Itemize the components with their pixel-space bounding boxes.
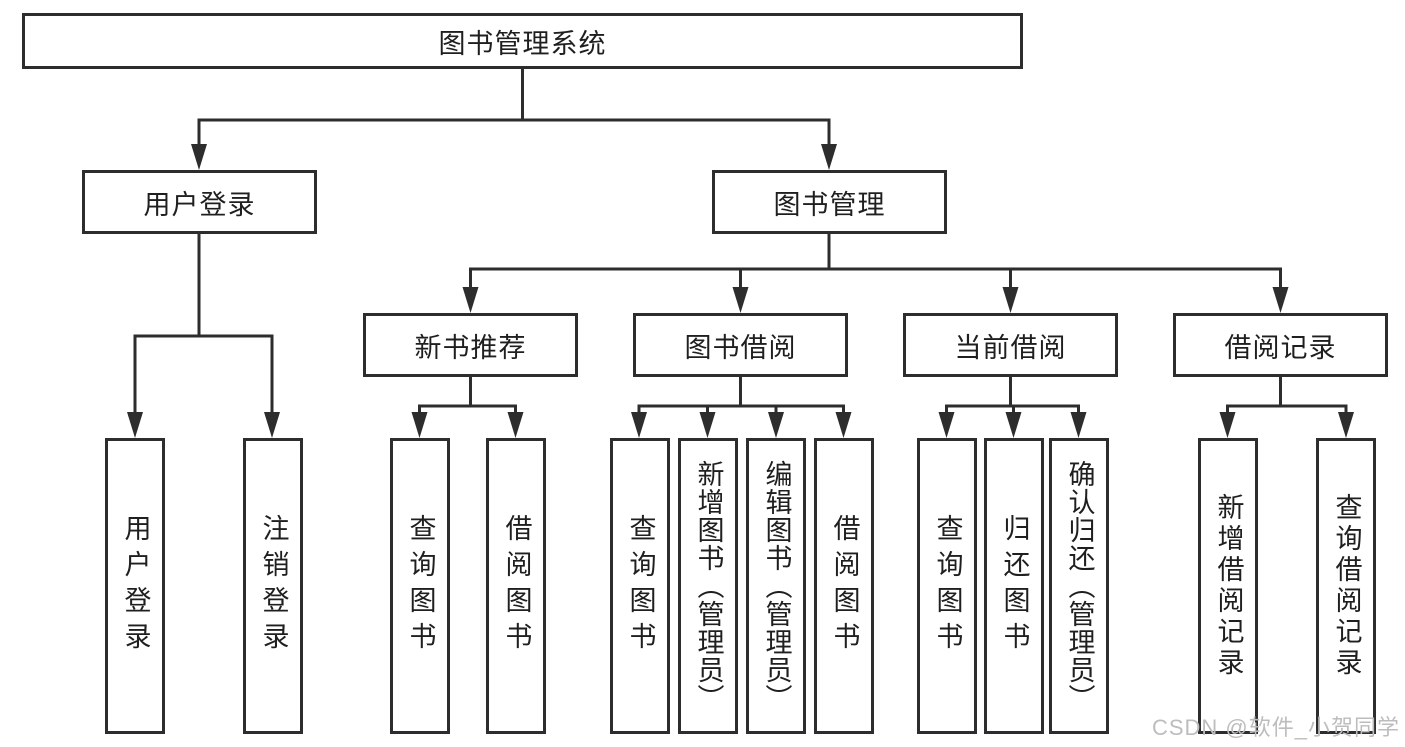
leaf-query-borrow-record-label: 查询借阅记录 [1331, 493, 1362, 679]
node-borrow-records-label: 借阅记录 [1224, 332, 1337, 363]
leaf-edit-books-admin-label: 编辑图书（管理员） [761, 460, 792, 712]
leaf-add-borrow-record: 新增借阅记录 [1198, 438, 1258, 734]
connector-new-book-recommend-to-leaves [418, 377, 517, 413]
connector-root-to-level2 [197, 68, 831, 146]
leaf-query-books-2: 查询图书 [610, 438, 670, 734]
node-new-book-recommend-label: 新书推荐 [414, 332, 527, 363]
node-user-login: 用户登录 [82, 170, 317, 234]
leaf-add-books-admin-label: 新增图书（管理员） [693, 460, 724, 712]
leaf-query-books-2-label: 查询图书 [625, 514, 656, 658]
connector-user-login-to-leaves [133, 233, 274, 413]
node-current-borrow-label: 当前借阅 [954, 332, 1067, 363]
node-current-borrow: 当前借阅 [903, 313, 1118, 377]
connector-current-borrow-to-leaves [945, 377, 1080, 413]
leaf-user-login-label: 用户登录 [120, 514, 151, 658]
leaf-query-books-1: 查询图书 [390, 438, 450, 734]
node-borrow-records: 借阅记录 [1173, 313, 1388, 377]
leaf-query-books-3-label: 查询图书 [932, 514, 963, 658]
connector-book-borrow-to-leaves [637, 377, 845, 413]
leaf-borrow-books-1: 借阅图书 [486, 438, 546, 734]
node-root: 图书管理系统 [22, 13, 1023, 69]
leaf-borrow-books-1-label: 借阅图书 [501, 514, 532, 658]
leaf-add-borrow-record-label: 新增借阅记录 [1213, 493, 1244, 679]
leaf-add-books-admin: 新增图书（管理员） [678, 438, 738, 734]
leaf-logout-label: 注销登录 [258, 514, 289, 658]
leaf-edit-books-admin: 编辑图书（管理员） [746, 438, 806, 734]
node-new-book-recommend: 新书推荐 [363, 313, 578, 377]
connector-book-management-to-level3 [469, 233, 1282, 289]
leaf-return-books-label: 归还图书 [999, 514, 1030, 658]
leaf-borrow-books-2-label: 借阅图书 [829, 514, 860, 658]
node-book-borrow: 图书借阅 [633, 313, 848, 377]
leaf-confirm-return-admin: 确认归还（管理员） [1049, 438, 1109, 734]
node-book-management: 图书管理 [712, 170, 947, 234]
leaf-user-login: 用户登录 [105, 438, 165, 734]
node-book-management-label: 图书管理 [773, 189, 886, 220]
connector-borrow-records-to-leaves [1226, 377, 1348, 413]
leaf-query-books-3: 查询图书 [917, 438, 977, 734]
leaf-confirm-return-admin-label: 确认归还（管理员） [1064, 460, 1095, 712]
leaf-query-borrow-record: 查询借阅记录 [1316, 438, 1376, 734]
node-root-label: 图书管理系统 [438, 28, 607, 59]
leaf-query-books-1-label: 查询图书 [405, 514, 436, 658]
leaf-return-books: 归还图书 [984, 438, 1044, 734]
node-book-borrow-label: 图书借阅 [684, 332, 797, 363]
leaf-logout: 注销登录 [243, 438, 303, 734]
watermark-text: CSDN @软件_小贺同学 [1151, 715, 1400, 740]
node-user-login-label: 用户登录 [143, 189, 256, 220]
leaf-borrow-books-2: 借阅图书 [814, 438, 874, 734]
